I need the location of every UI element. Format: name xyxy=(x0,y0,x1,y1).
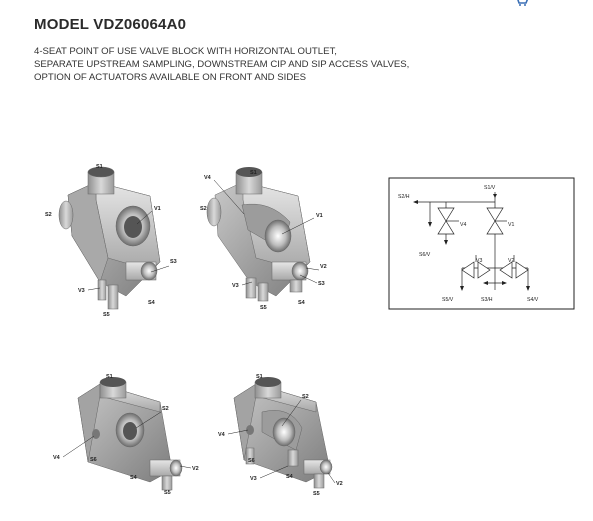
description-line: SEPARATE UPSTREAM SAMPLING, DOWNSTREAM C… xyxy=(34,59,410,70)
figure-label: V3 xyxy=(232,283,239,289)
schematic-label: S6/V xyxy=(419,252,431,258)
figure-label: S2 xyxy=(45,212,52,218)
figure-label: V3 xyxy=(250,476,257,482)
figure-label: V1 xyxy=(154,206,161,212)
valve-schematic: S1/V S2/H V4 V1 S6/V V3 V2 S5/V S3/H S4/… xyxy=(388,177,575,310)
schematic-label: S2/H xyxy=(398,194,410,200)
figure-label: V2 xyxy=(320,264,327,270)
schematic-label: S1/V xyxy=(484,185,496,191)
cart-icon[interactable] xyxy=(513,0,529,6)
figure-label: V3 xyxy=(78,288,85,294)
figure-label: S2 xyxy=(302,394,309,400)
figure-label: V2 xyxy=(192,466,199,472)
figure-label: S5 xyxy=(313,491,320,497)
figure-label: S6 xyxy=(248,458,255,464)
figure-label: V1 xyxy=(316,213,323,219)
figure-label: S5 xyxy=(260,305,267,311)
figure-label: S5 xyxy=(164,490,171,496)
schematic-label: V4 xyxy=(460,222,466,228)
figure-label: S6 xyxy=(90,457,97,463)
figure-label: S1 xyxy=(96,164,103,170)
figure-label: V4 xyxy=(218,432,226,438)
figure-label: S1 xyxy=(106,374,113,380)
figure-label: S3 xyxy=(318,281,325,287)
figure-label: S1 xyxy=(250,170,257,176)
figure-label: S2 xyxy=(162,406,169,412)
figure-label: S2 xyxy=(200,206,207,212)
figure-label: S4 xyxy=(130,475,138,481)
valve-block-figure-1: S1 S2 V1 S3 V3 S4 S5 xyxy=(45,164,177,318)
model-description: 4-SEAT POINT OF USE VALVE BLOCK WITH HOR… xyxy=(34,45,409,84)
model-title: MODEL VDZ06064A0 xyxy=(34,16,187,33)
valve-block-figure-3: S1 S2 V4 S6 V2 S4 S5 xyxy=(53,374,199,496)
schematic-label: V3 xyxy=(476,258,482,264)
description-line: 4-SEAT POINT OF USE VALVE BLOCK WITH HOR… xyxy=(34,46,337,57)
schematic-label: S4/V xyxy=(527,297,539,303)
schematic-label: S5/V xyxy=(442,297,454,303)
description-line: OPTION OF ACTUATORS AVAILABLE ON FRONT A… xyxy=(34,72,307,83)
schematic-label: V2 xyxy=(508,258,514,264)
figure-label: S1 xyxy=(256,374,263,380)
schematic-label: S3/H xyxy=(481,297,493,303)
schematic-label: V1 xyxy=(508,222,514,228)
figure-label: S3 xyxy=(170,259,177,265)
valve-block-figure-2: V4 S1 S2 V1 V2 S3 V3 S5 S4 xyxy=(200,167,327,311)
figure-label: S4 xyxy=(148,300,156,306)
figure-label: S4 xyxy=(286,474,294,480)
figure-label: V2 xyxy=(336,481,343,487)
figure-label: V4 xyxy=(204,175,212,181)
figure-label: S4 xyxy=(298,300,306,306)
figure-label: V4 xyxy=(53,455,61,461)
figure-label: S5 xyxy=(103,312,110,318)
valve-block-figure-4: S1 S2 V4 S6 V3 S4 S5 V2 xyxy=(218,374,343,497)
